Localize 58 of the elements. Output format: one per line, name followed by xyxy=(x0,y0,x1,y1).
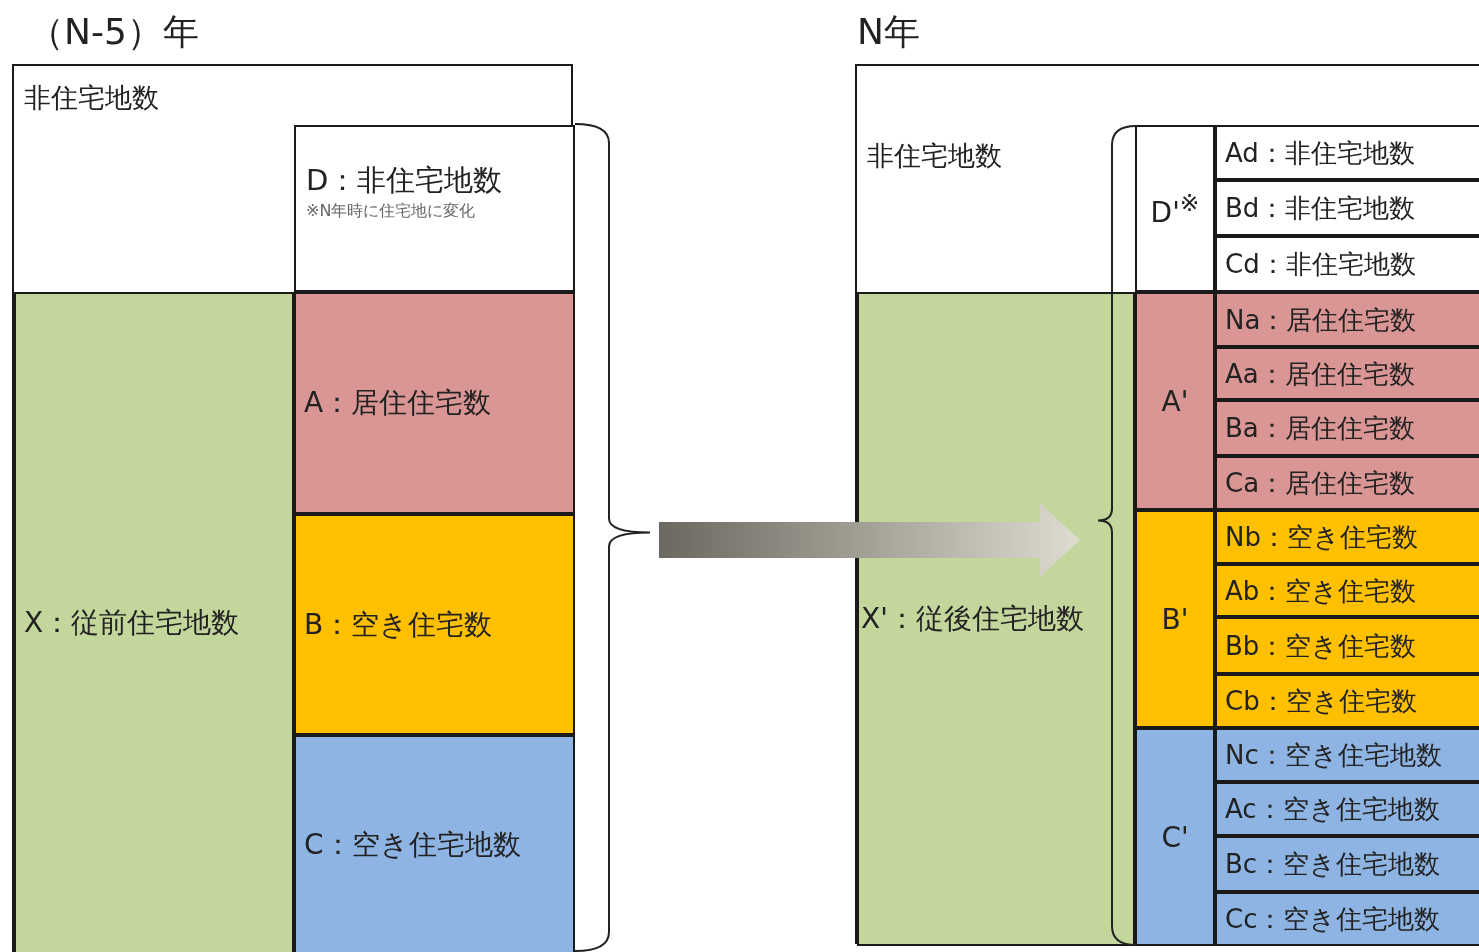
year-heading: N年 xyxy=(857,10,920,54)
category-box xyxy=(1135,292,1215,510)
category-label: Bc：空き住宅地数 xyxy=(1225,847,1441,881)
category-row xyxy=(1215,236,1479,292)
category-row xyxy=(1215,180,1479,236)
category-box xyxy=(1135,125,1215,292)
category-row xyxy=(1215,892,1479,946)
category-label: A' xyxy=(1161,384,1189,418)
category-row xyxy=(1215,617,1479,674)
category-label: Nb：空き住宅数 xyxy=(1225,520,1418,554)
category-label: Ba：居住住宅数 xyxy=(1225,411,1415,445)
category-box xyxy=(294,125,575,292)
category-row xyxy=(1215,728,1479,782)
category-label: Ac：空き住宅地数 xyxy=(1225,792,1440,826)
category-label: Ca：居住住宅数 xyxy=(1225,466,1416,500)
category-label: Ad：非住宅地数 xyxy=(1225,136,1415,169)
category-label: Na：居住住宅数 xyxy=(1225,303,1417,336)
category-label: X'：従後住宅地数 xyxy=(861,601,1084,637)
year-heading: （N-5）年 xyxy=(28,10,199,54)
category-label: 非住宅地数 xyxy=(24,81,159,115)
category-box xyxy=(1135,510,1215,728)
category-label: X：従前住宅地数 xyxy=(24,605,240,641)
category-row xyxy=(1215,510,1479,564)
category-label: 非住宅地数 xyxy=(867,139,1002,173)
category-box xyxy=(14,292,294,952)
category-box xyxy=(294,735,575,952)
block-arrow xyxy=(659,503,1080,577)
category-label: B' xyxy=(1161,602,1189,636)
category-label: Aa：居住住宅数 xyxy=(1225,357,1415,390)
category-row xyxy=(1215,836,1479,892)
category-label: Bb：空き住宅数 xyxy=(1225,629,1417,662)
curly-brace xyxy=(1096,125,1136,946)
category-row xyxy=(1215,347,1479,400)
category-row xyxy=(1215,674,1479,728)
curly-brace xyxy=(575,123,651,952)
category-label: Nc：空き住宅地数 xyxy=(1225,738,1442,772)
category-row xyxy=(1215,125,1479,180)
category-row xyxy=(1215,564,1479,617)
category-label: Cb：空き住宅数 xyxy=(1225,684,1417,718)
category-label: A：居住住宅数 xyxy=(304,385,492,421)
category-label: C' xyxy=(1161,820,1189,854)
category-label: Ab：空き住宅数 xyxy=(1225,574,1417,607)
category-label: Bd：非住宅地数 xyxy=(1225,191,1416,225)
category-row xyxy=(1215,400,1479,456)
category-row xyxy=(1215,782,1479,836)
category-label: C：空き住宅地数 xyxy=(304,826,521,863)
category-label: Cc：空き住宅地数 xyxy=(1225,902,1441,936)
category-box xyxy=(294,292,575,514)
category-label: Cd：非住宅地数 xyxy=(1225,247,1416,281)
category-row xyxy=(1215,292,1479,347)
category-label: D'$^{※}$ xyxy=(1150,188,1200,229)
category-row xyxy=(1215,456,1479,510)
category-label: D：非住宅地数 xyxy=(306,162,503,199)
category-label: B：空き住宅数 xyxy=(304,606,493,643)
category-box xyxy=(857,292,1135,946)
category-box xyxy=(294,514,575,735)
note-text: ※N年時に住宅地に変化 xyxy=(306,201,476,222)
category-box xyxy=(1135,728,1215,946)
